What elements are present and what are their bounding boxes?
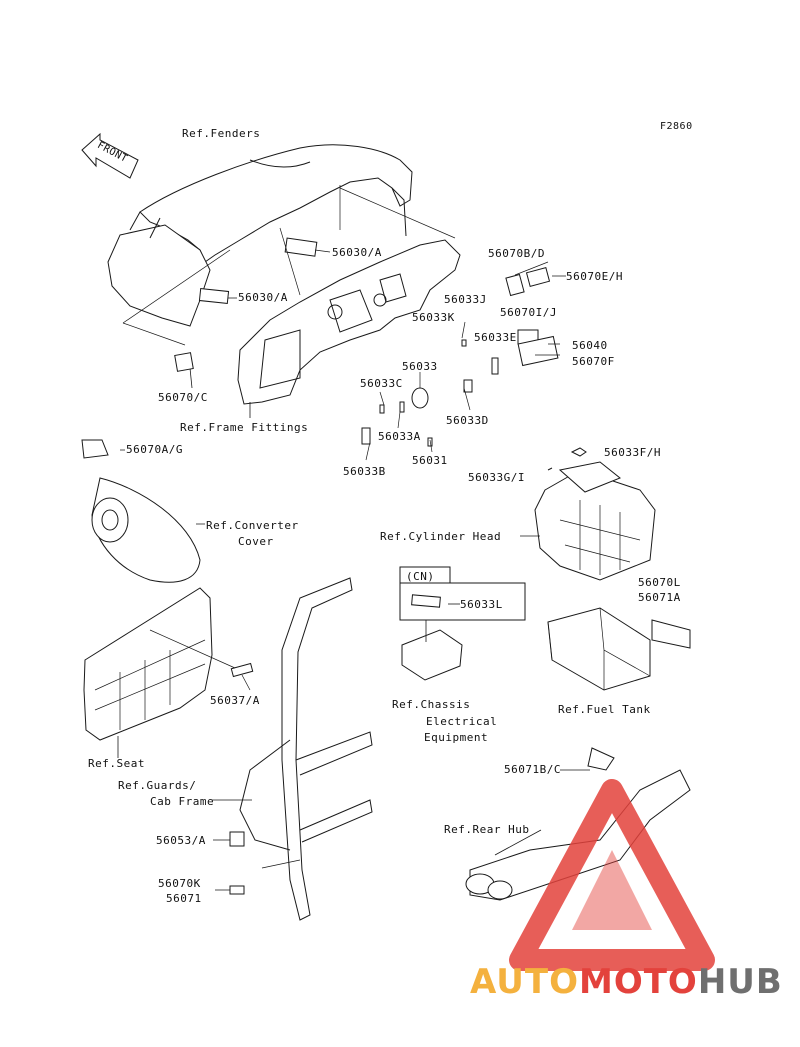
part-56033k: 56033K [412, 311, 455, 324]
ref-converter-1: Ref.Converter [206, 519, 299, 532]
figure-code: F2860 [660, 121, 693, 132]
ref-fenders: Ref.Fenders [182, 127, 261, 140]
chassis-electrical-part [401, 620, 463, 681]
part-56033l: 56033L [460, 598, 503, 611]
watermark-text: AUTOMOTOHUB [470, 962, 783, 1002]
part-56033j: 56033J [444, 293, 487, 306]
front-arrow-icon [81, 132, 139, 179]
ref-rear-hub: Ref.Rear Hub [444, 823, 530, 836]
part-56070c: 56070/C [158, 391, 208, 404]
frame-fittings-part [237, 185, 461, 405]
ref-chassis-3: Equipment [424, 731, 489, 744]
ref-guards-2: Cab Frame [150, 795, 215, 808]
part-56033: 56033 [402, 360, 438, 373]
part-56033gi: 56033G/I [468, 471, 525, 484]
part-56033e: 56033E [474, 331, 517, 344]
part-56070bd: 56070B/D [488, 247, 545, 260]
seat-part [83, 587, 254, 758]
part-56033b: 56033B [343, 465, 386, 478]
part-56071a: 56071A [638, 591, 681, 604]
part-56070l: 56070L [638, 576, 681, 589]
part-56071: 56071 [166, 892, 202, 905]
ref-chassis-2: Electrical [426, 715, 498, 728]
fenders-part [107, 144, 413, 346]
part-56030a-left: 56030/A [238, 291, 288, 304]
part-56070f: 56070F [572, 355, 615, 368]
ref-seat: Ref.Seat [88, 757, 145, 770]
cn-box [399, 566, 526, 621]
part-56031: 56031 [412, 454, 448, 467]
part-56033fh: 56033F/H [604, 446, 661, 459]
cn-label: (CN) [406, 570, 435, 583]
cab-frame-part [212, 577, 373, 921]
fuel-tank-part [547, 607, 691, 691]
part-56070ij: 56070I/J [500, 306, 557, 319]
ref-converter-2: Cover [238, 535, 274, 548]
cylinder-head-part [520, 447, 656, 581]
ref-frame-fittings: Ref.Frame Fittings [180, 421, 309, 434]
part-56033a: 56033A [378, 430, 421, 443]
part-56053a: 56053/A [156, 834, 206, 847]
part-56033d: 56033D [446, 414, 489, 427]
part-56070eh: 56070E/H [566, 270, 623, 283]
part-56070ag: 56070A/G [126, 443, 183, 456]
part-56033c: 56033C [360, 377, 403, 390]
converter-cover-part [81, 439, 205, 583]
ref-fuel-tank: Ref.Fuel Tank [558, 703, 651, 716]
ref-chassis-1: Ref.Chassis [392, 698, 471, 711]
part-56071bc: 56071B/C [504, 763, 561, 776]
watermark-logo-icon [509, 779, 715, 971]
small-decals [174, 261, 566, 461]
part-56030a-top: 56030/A [332, 246, 382, 259]
ref-cylinder-head: Ref.Cylinder Head [380, 530, 502, 543]
ref-guards-1: Ref.Guards/ [118, 779, 197, 792]
part-56070k: 56070K [158, 877, 201, 890]
part-56040: 56040 [572, 339, 608, 352]
part-56037a: 56037/A [210, 694, 260, 707]
rear-hub-part [465, 747, 691, 901]
